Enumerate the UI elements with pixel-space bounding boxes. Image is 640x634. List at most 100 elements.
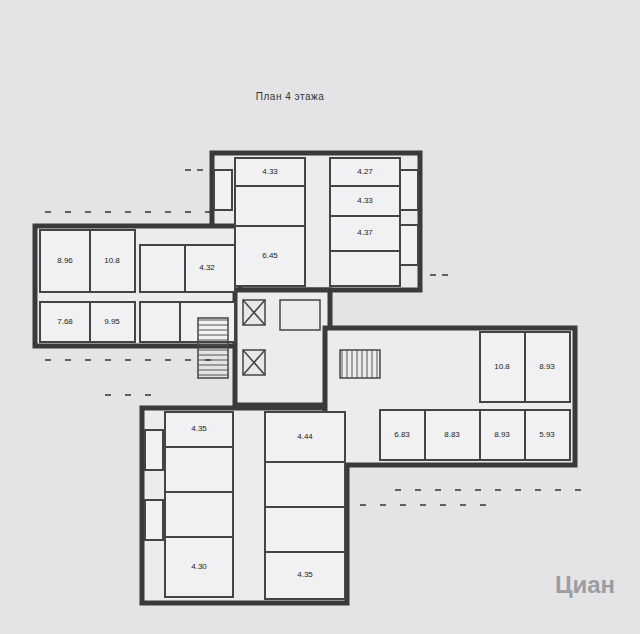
plan-line [367,350,368,378]
plan-line [265,462,345,507]
plan-line [460,504,466,506]
plan-line [420,504,426,506]
plan-line [400,504,406,506]
plan-line [243,300,265,325]
plan-line [555,489,561,491]
plan-line [145,211,151,213]
plan-line [525,332,570,402]
plan-line [90,230,135,292]
plan-line [65,211,71,213]
plan-line [35,153,575,603]
room-area: 4.35 [297,571,313,579]
plan-line [440,504,446,506]
room-area: 6.45 [262,252,278,260]
room-area: 4.30 [191,563,207,571]
room-area: 4.35 [191,425,207,433]
plan-line [165,447,233,492]
plan-title: План 4 этажа [256,91,324,102]
plan-line [198,300,380,378]
room-area: 7.68 [57,318,73,326]
plan-line [480,504,486,506]
plan-line [40,158,570,599]
plan-line [125,211,131,213]
plan-line [198,320,377,378]
plan-line [415,489,421,491]
plan-line [198,325,228,326]
plan-line [442,274,448,276]
plan-line [165,412,233,447]
watermark: Циан [555,573,615,597]
plan-line [377,350,378,378]
plan-line [340,350,380,378]
plan-line [165,537,233,597]
room-area: 5.93 [539,431,555,439]
plan-line [198,335,228,336]
plan-line [243,350,265,375]
room-area: 9.95 [104,318,120,326]
plan-line [105,211,111,213]
plan-line [165,211,171,213]
plan-line [330,186,400,216]
plan-line [243,350,265,375]
plan-line [125,359,131,361]
plan-line [35,226,240,346]
plan-line [400,170,418,210]
plan-line [214,170,232,210]
room-area: 4.33 [357,197,373,205]
room-area: 8.83 [444,431,460,439]
plan-line [145,500,163,540]
plan-line [372,350,373,378]
plan-line [45,359,51,361]
plan-line [198,340,228,341]
plan-line [395,489,401,491]
room-area: 4.32 [199,264,215,272]
plan-line [480,410,525,460]
plan-line [235,290,330,405]
plan-line [265,412,345,462]
plan-line [435,489,441,491]
plan-line [198,330,228,331]
plan-line [212,153,420,290]
room-area: 10.8 [494,363,510,371]
room-area: 10.8 [104,257,120,265]
plan-line [40,302,90,342]
plan-line [65,359,71,361]
plan-line [180,302,235,342]
room-area: 4.27 [357,168,373,176]
room-area: 8.93 [494,431,510,439]
plan-line [243,300,265,325]
plan-line [198,375,228,376]
plan-line [425,410,480,460]
plan-line [475,489,481,491]
plan-line [243,350,265,375]
room-area: 4.37 [357,229,373,237]
plan-line [495,489,501,491]
plan-line [357,350,358,378]
plan-line [197,169,203,171]
plan-line [145,394,151,396]
plan-line [235,226,305,286]
plan-line [85,359,91,361]
plan-line [198,345,228,346]
plan-line [535,489,541,491]
plan-line [360,504,366,506]
plan-line [198,318,228,378]
plan-line [185,359,191,361]
plan-line [85,211,91,213]
plan-line [145,359,151,361]
plan-line [205,211,211,213]
plan-line [198,320,228,321]
plan-line [205,359,211,361]
plan-line [380,410,425,460]
plan-line [145,430,163,470]
plan-line [198,355,228,356]
plan-line [515,489,521,491]
plan-line [198,360,228,361]
plan-line [198,370,228,371]
plan-line [325,328,575,465]
plan-line [265,552,345,599]
plan-line [455,489,461,491]
plan-line [480,332,525,402]
plan-line [330,251,400,286]
plan-line [235,186,305,226]
